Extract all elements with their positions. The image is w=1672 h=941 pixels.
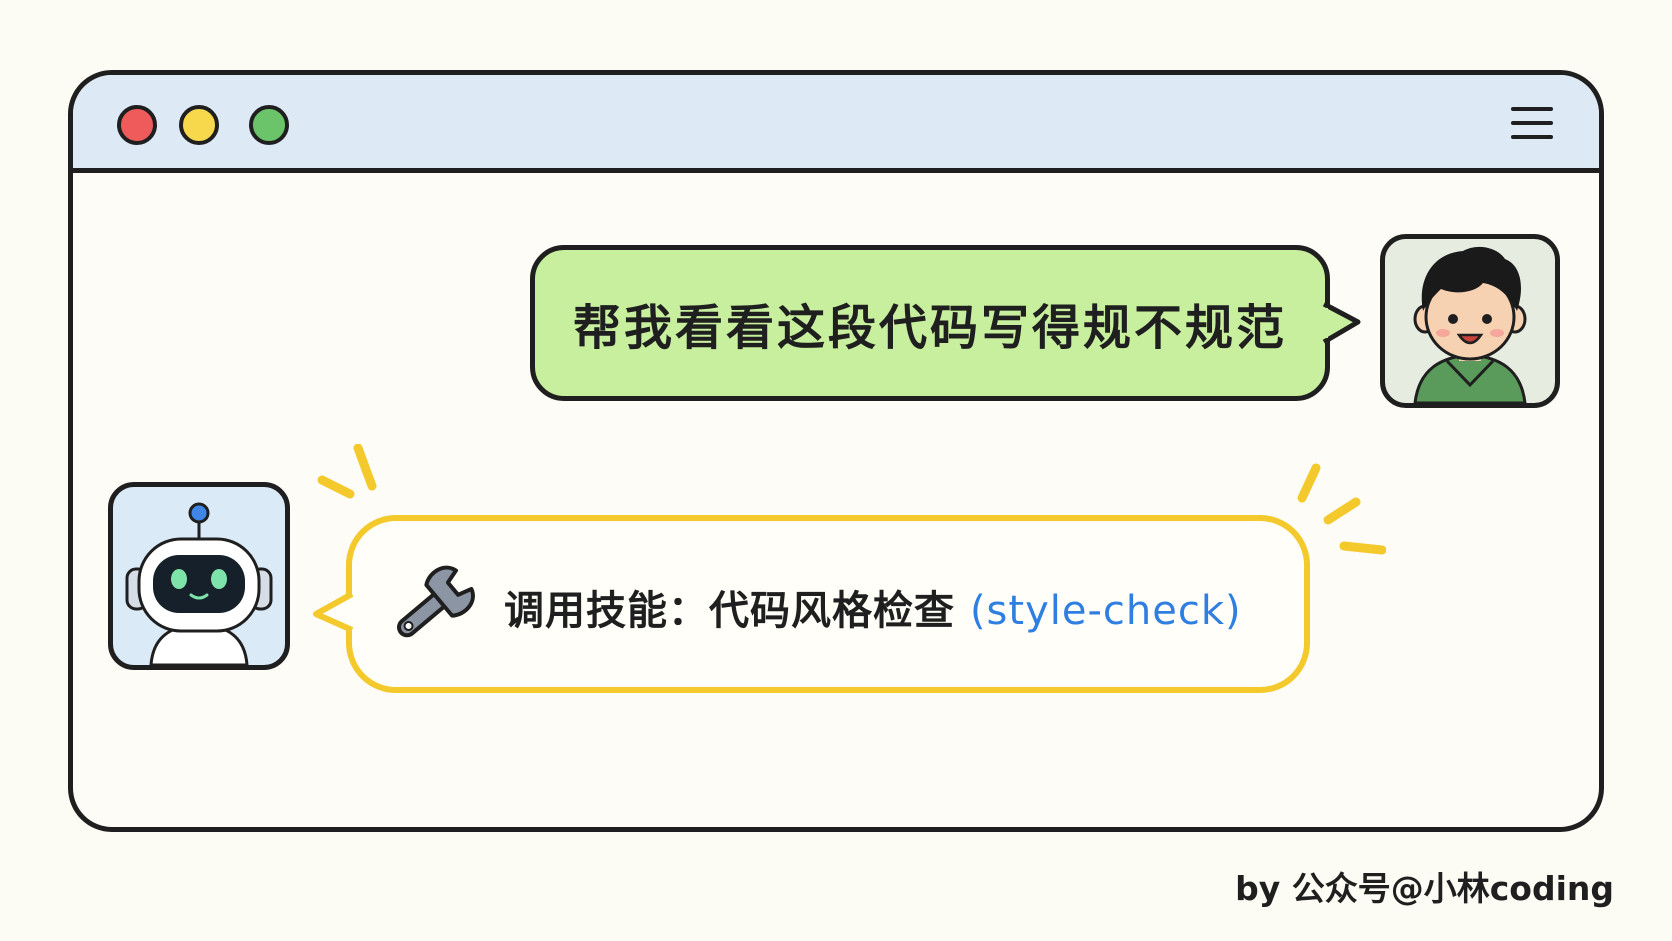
- user-avatar: [1380, 234, 1560, 408]
- skill-code-name: (style-check): [969, 588, 1242, 634]
- wrench-icon: [397, 565, 475, 638]
- user-message-text: 帮我看看这段代码写得规不规范: [572, 300, 1287, 356]
- user-bubble-tail: [1322, 301, 1361, 345]
- close-button[interactable]: [117, 105, 157, 145]
- bot-message-bubble: [346, 515, 1310, 693]
- sparkle-left-icon: [317, 444, 377, 499]
- robot-avatar-icon: [125, 502, 273, 665]
- minimize-button[interactable]: [179, 105, 219, 145]
- author-credit: by 公众号@小林coding: [1235, 869, 1614, 908]
- maximize-button[interactable]: [249, 105, 289, 145]
- hamburger-menu-icon[interactable]: [1511, 101, 1555, 145]
- skill-call-label: 调用技能：代码风格检查: [504, 588, 955, 634]
- sparkle-right-icon: [1297, 463, 1386, 555]
- boy-avatar-icon: [1413, 246, 1527, 403]
- bot-bubble-tail: [313, 591, 356, 633]
- bot-message-text: 调用技能：代码风格检查 (style-check): [504, 578, 1242, 636]
- title-bar: [73, 75, 1599, 173]
- chat-window: [68, 70, 1604, 832]
- user-message-bubble: 帮我看看这段代码写得规不规范: [530, 245, 1330, 401]
- bot-avatar: [108, 482, 290, 670]
